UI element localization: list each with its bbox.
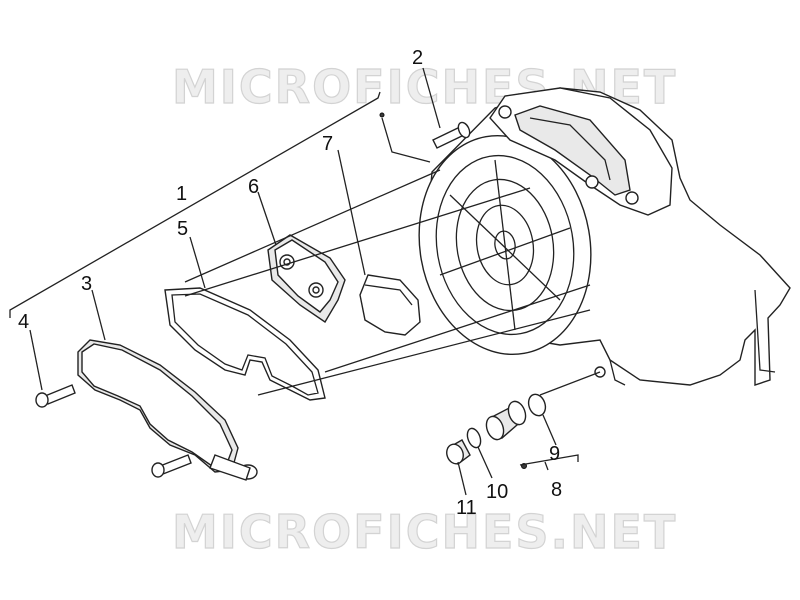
fan-housing [418,87,791,386]
label-part-2: 2 [412,47,423,69]
label-part-3: 3 [81,273,92,295]
label-part-8: 8 [551,479,562,501]
bracket-8 [519,454,579,466]
part-5-gasket [164,236,326,401]
part-6-plate [257,191,346,323]
projection-line-d [324,284,591,373]
label-part-10: 10 [486,481,508,503]
label-part-7: 7 [322,133,333,155]
bracket-1-dot [379,112,385,118]
part-11-plug [446,439,471,496]
label-part-9: 9 [549,443,560,465]
part-9-oring [527,393,557,446]
label-part-5: 5 [177,218,188,240]
bracket-1 [9,91,381,318]
projection-line-a [184,169,441,283]
label-part-4: 4 [18,311,29,333]
projection-line-e [539,371,601,396]
part-3-cover [77,289,258,481]
leader-8 [544,461,549,471]
leader-1-main [381,117,431,163]
label-part-1: 1 [176,183,187,205]
part-7-filter [337,149,421,336]
part-10-oring [466,427,493,479]
part-4-screws [29,329,192,478]
watermark-bottom: MICROFICHES.NET [172,505,677,559]
projection-line-c [257,309,591,396]
part-8-screen [485,400,527,469]
label-part-11: 11 [456,497,477,519]
part-2-screw [422,67,471,149]
projection-line-b [184,187,531,297]
label-part-6: 6 [248,176,259,198]
